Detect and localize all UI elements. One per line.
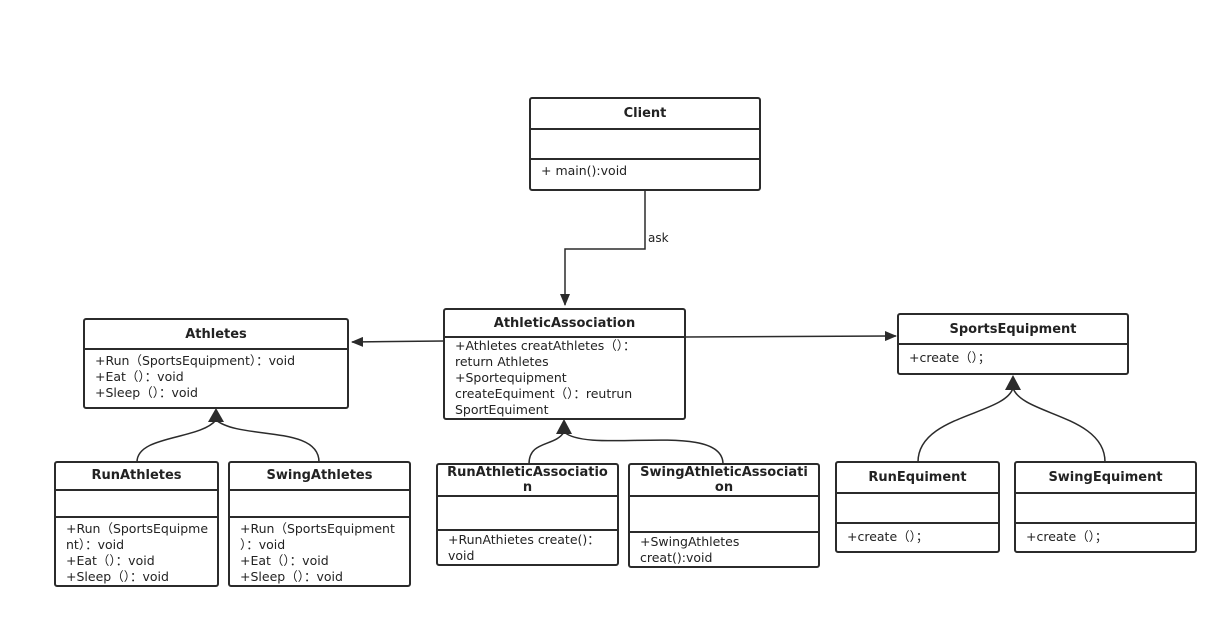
- athletes-generalization-arrowhead: [208, 408, 224, 422]
- operations-compartment: +RunAthietes create()： void: [448, 532, 600, 563]
- run-athletic-association-class[interactable]: RunAthleticAssociatio n +RunAthietes cre…: [436, 463, 619, 566]
- operations-compartment: +create（）；: [909, 350, 991, 365]
- operations-compartment: +Run（SportsEquipme nt）：void +Eat（）：void …: [66, 521, 209, 584]
- association-generalization-arrowhead: [556, 419, 572, 434]
- attributes-compartment: [837, 494, 998, 524]
- attributes-compartment: [438, 497, 617, 531]
- operations-compartment: + main():void: [541, 163, 628, 178]
- swing-equipment-inheritance-line: [1012, 387, 1106, 463]
- run-equipment-class[interactable]: RunEquiment +create（）；: [835, 461, 1000, 553]
- operations-compartment: +create（）；: [1026, 529, 1108, 544]
- class-name: RunAthletes: [56, 463, 217, 491]
- run-association-inheritance-line: [528, 431, 565, 465]
- association-to-equipment-line: [684, 331, 897, 342]
- sports-equipment-class[interactable]: SportsEquipment +create（）；: [897, 313, 1129, 375]
- equipment-generalization-arrowhead: [1005, 375, 1021, 390]
- attributes-compartment: [531, 130, 759, 160]
- operations-compartment: +create（）；: [847, 529, 929, 544]
- attributes-compartment: [230, 491, 409, 518]
- client-class[interactable]: Client + main():void: [529, 97, 761, 191]
- athletes-class[interactable]: Athletes +Run（SportsEquipment）：void +Eat…: [83, 318, 349, 409]
- operations-compartment: +Athletes creatAthletes（）： return Athlet…: [455, 338, 636, 417]
- class-name: SwingAthletes: [230, 463, 409, 491]
- attributes-compartment: [630, 497, 818, 533]
- ask-association-line: [560, 190, 646, 306]
- swing-association-inheritance-line: [563, 431, 724, 465]
- swing-athletes-inheritance-line: [215, 419, 320, 463]
- ask-label: ask: [648, 231, 669, 245]
- class-name: SwingAthleticAssociati on: [630, 465, 818, 498]
- athletic-association-class[interactable]: AthleticAssociation +Athletes creatAthle…: [443, 308, 686, 420]
- swing-athletes-class[interactable]: SwingAthletes +Run（SportsEquipment ）：voi…: [228, 461, 411, 587]
- class-name: AthleticAssociation: [445, 310, 684, 338]
- attributes-compartment: [1016, 494, 1195, 524]
- operations-compartment: +Run（SportsEquipment ）：void +Eat（）：void …: [240, 521, 395, 584]
- class-name: RunEquiment: [837, 463, 998, 494]
- swing-equipment-class[interactable]: SwingEquiment +create（）；: [1014, 461, 1197, 553]
- run-athletes-inheritance-line: [136, 419, 217, 463]
- run-athletes-class[interactable]: RunAthletes +Run（SportsEquipme nt）：void …: [54, 461, 219, 587]
- attributes-compartment: [56, 491, 217, 518]
- swing-athletic-association-class[interactable]: SwingAthleticAssociati on +SwingAthletes…: [628, 463, 820, 568]
- class-name: RunAthleticAssociatio n: [438, 465, 617, 497]
- class-name: SportsEquipment: [899, 315, 1127, 345]
- operations-compartment: +Run（SportsEquipment）：void +Eat（）：void +…: [95, 353, 296, 400]
- run-equipment-inheritance-line: [917, 387, 1014, 463]
- class-name: Athletes: [85, 320, 347, 350]
- class-name: Client: [531, 99, 759, 130]
- operations-compartment: +SwingAthletes creat():void: [640, 534, 740, 565]
- association-to-athletes-line: [351, 336, 445, 347]
- class-name: SwingEquiment: [1016, 463, 1195, 494]
